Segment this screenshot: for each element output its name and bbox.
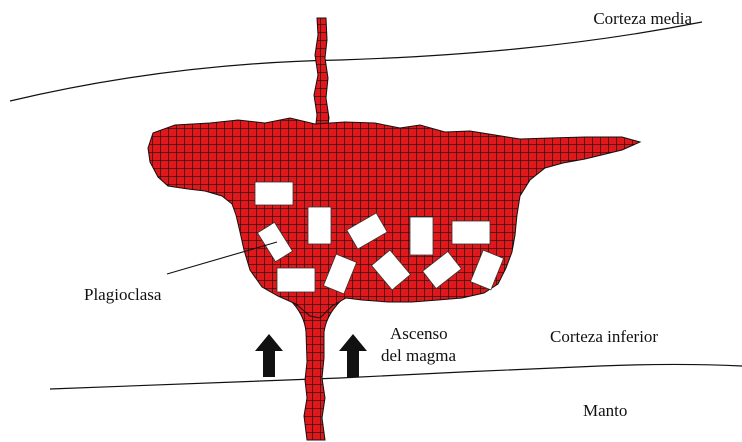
label-plagioclasa: Plagioclasa <box>84 285 162 304</box>
magma-ascent-arrow-right <box>339 334 367 377</box>
plagioclase-crystal <box>308 207 331 244</box>
plagioclase-crystal <box>255 182 293 205</box>
label-corteza-inferior: Corteza inferior <box>550 327 658 346</box>
upper-dike <box>314 18 329 132</box>
crust-mantle-boundary <box>50 365 742 390</box>
magma-ascent-arrow-left <box>255 334 283 377</box>
plagioclase-crystal <box>452 221 490 244</box>
label-manto: Manto <box>583 401 627 420</box>
plagioclase-crystal <box>277 268 315 292</box>
label-ascenso: Ascenso <box>390 324 448 343</box>
label-del-magma: del magma <box>381 346 457 365</box>
plagioclase-crystal <box>410 217 433 255</box>
label-corteza-media: Corteza media <box>593 9 692 28</box>
middle-crust-boundary <box>10 22 702 101</box>
